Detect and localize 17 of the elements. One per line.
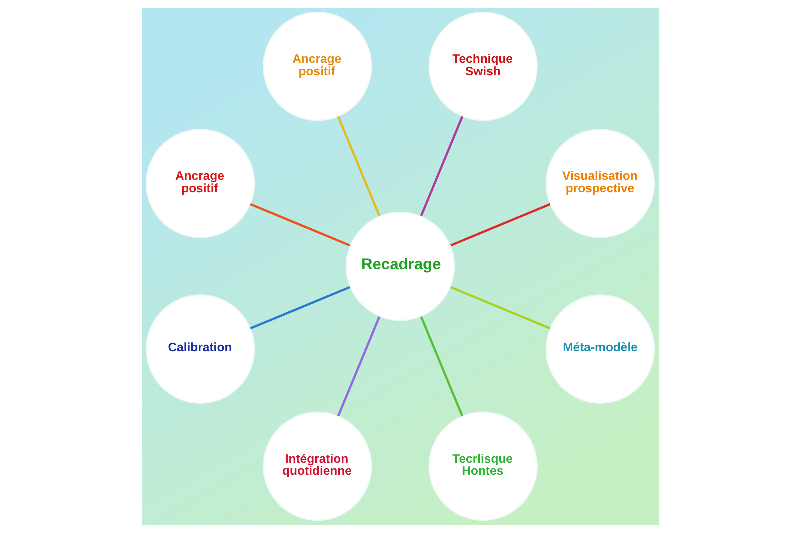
- connector: [250, 203, 350, 247]
- node-circle: Recadrage: [345, 212, 455, 322]
- connector: [250, 286, 350, 330]
- node-circle: Ancrage positif: [262, 12, 372, 122]
- node-circle: Visualisation prospective: [545, 129, 655, 238]
- node-circle: Tecrlisque Hontes: [428, 412, 538, 522]
- node-circle: Intégration quotidienne: [262, 412, 372, 522]
- connector: [336, 316, 380, 417]
- connector: [450, 203, 550, 247]
- connector: [450, 286, 550, 330]
- connector: [420, 116, 464, 216]
- node-circle: Ancrage positif: [145, 129, 255, 238]
- node-circle: Méta-modèle: [545, 294, 655, 404]
- node-circle: Technique Swish: [428, 12, 538, 122]
- node-circle: Calibration: [145, 294, 255, 404]
- connector: [336, 116, 380, 216]
- connector: [420, 316, 464, 417]
